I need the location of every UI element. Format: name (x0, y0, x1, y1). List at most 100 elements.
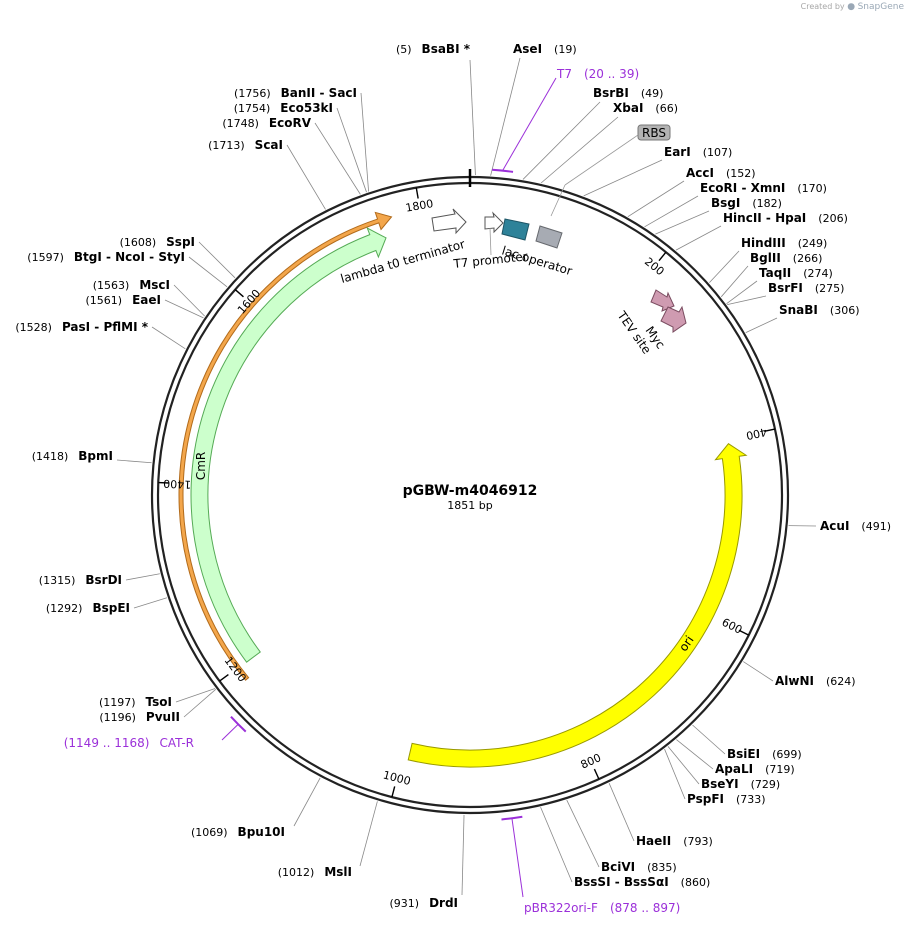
site-name: AlwNI (775, 674, 814, 688)
site-pasi[interactable]: (1528)PasI - PflMI * (15, 320, 148, 334)
site-scai[interactable]: (1713)ScaI (208, 138, 283, 152)
site-label: (1748)EcoRV (222, 116, 311, 130)
primer-leader (511, 818, 524, 898)
site-bpmi[interactable]: (1418)BpmI (32, 449, 113, 463)
site-name: TsoI (146, 695, 172, 709)
site-xbai[interactable]: XbaI(66) (613, 101, 678, 115)
site-apali[interactable]: ApaLI(719) (715, 762, 795, 776)
lac-operator-box[interactable] (501, 218, 530, 241)
site-bsiei[interactable]: BsiEI(699) (727, 747, 802, 761)
site-ecorv[interactable]: (1748)EcoRV (222, 116, 311, 130)
site-name: BspEI (92, 601, 130, 615)
rbs-label-box[interactable] (637, 124, 671, 141)
site-bcivi[interactable]: BciVI(835) (601, 860, 677, 874)
site-eaei[interactable]: (1561)EaeI (86, 293, 161, 307)
primer-t7-bar[interactable] (492, 168, 514, 173)
site-drdi[interactable]: (931)DrdI (389, 896, 458, 910)
cmr-outer-arc[interactable] (178, 211, 393, 681)
site-position: (1608) (120, 236, 157, 249)
site-label: (1754)Eco53kI (234, 101, 333, 115)
site-name: HaeII (636, 834, 671, 848)
site-leader (743, 661, 774, 682)
site-msli[interactable]: (1012)MslI (278, 865, 352, 879)
site-label: (931)DrdI (389, 896, 458, 910)
site-acui[interactable]: AcuI(491) (820, 519, 891, 533)
site-label: AccI(152) (686, 166, 756, 180)
site-name: BseYI (701, 777, 739, 791)
site-leader (727, 295, 767, 305)
site-name: EaeI (132, 293, 161, 307)
site-banii[interactable]: (1756)BanII - SacI (234, 86, 357, 100)
site-bsrbi[interactable]: BsrBI(49) (593, 86, 663, 100)
site-bsrfi[interactable]: BsrFI (275) (768, 281, 844, 295)
primer-range: (1149 .. 1168) (64, 736, 150, 750)
site-taqii[interactable]: TaqII(274) (759, 266, 833, 280)
lambda-t0-terminator-arrow[interactable] (431, 208, 467, 235)
ring-tick (234, 289, 244, 298)
site-leader (293, 777, 321, 827)
ring-tick (415, 187, 419, 199)
t7-promoter-arrow[interactable] (484, 211, 504, 234)
site-label: TaqII(274) (759, 266, 833, 280)
primer-t7[interactable]: T7(20 .. 39) (556, 67, 639, 81)
site-ecori[interactable]: EcoRI - XmnI (170) (700, 181, 827, 195)
primer-cat-r[interactable]: (1149 .. 1168) CAT-R (64, 736, 194, 750)
site-position: (19) (554, 43, 577, 56)
site-label: SnaBI(306) (779, 303, 860, 317)
site-sspi[interactable]: (1608)SspI (120, 235, 195, 249)
primer-pbr322ori-f[interactable]: pBR322ori-F(878 .. 897) (524, 901, 680, 915)
site-alwni[interactable]: AlwNI(624) (775, 674, 856, 688)
site-haeii[interactable]: HaeII(793) (636, 834, 713, 848)
site-eari[interactable]: EarI(107) (664, 145, 732, 159)
site-bpu10i[interactable]: (1069)Bpu10I (191, 825, 285, 839)
gray-feature-box[interactable] (535, 225, 563, 249)
site-msci[interactable]: (1563)MscI (93, 278, 170, 292)
ori-arrow[interactable] (407, 443, 748, 768)
cmr-arrow[interactable] (190, 227, 387, 663)
site-bsgi[interactable]: BsgI (182) (711, 196, 782, 210)
site-leader (175, 688, 216, 703)
primer-name: CAT-R (159, 736, 194, 750)
site-leader (314, 122, 361, 195)
primer-layer: T7(20 .. 39) pBR322ori-F(878 .. 897) (1149… (64, 67, 681, 915)
site-label: BsrFI (275) (768, 281, 844, 295)
site-bsrdi[interactable]: (1315)BsrDI (39, 573, 122, 587)
site-bseyi[interactable]: BseYI (729) (701, 777, 780, 791)
primer-label: T7(20 .. 39) (556, 67, 639, 81)
site-leader (709, 250, 740, 283)
site-bglii[interactable]: BglII(266) (750, 251, 822, 265)
site-label: EcoRI - XmnI (170) (700, 181, 827, 195)
site-leader (173, 284, 205, 317)
site-bspei[interactable]: (1292)BspEI (46, 601, 130, 615)
site-snabi[interactable]: SnaBI(306) (779, 303, 860, 317)
site-leader (461, 814, 465, 896)
site-bsabi[interactable]: (5)BsaBI * (396, 42, 471, 56)
myc-arrow[interactable] (660, 305, 687, 333)
site-tsoi[interactable]: (1197)TsoI (99, 695, 172, 709)
site-position: (170) (797, 182, 827, 195)
site-name: BsgI (711, 196, 740, 210)
site-position: (1196) (99, 711, 136, 724)
site-acci[interactable]: AccI(152) (686, 166, 756, 180)
site-asei[interactable]: AseI(19) (513, 42, 577, 56)
site-pspfi[interactable]: PspFI(733) (687, 792, 766, 806)
site-name: HincII - HpaI (723, 211, 806, 225)
site-name: BsiEI (727, 747, 760, 761)
site-name: EcoRI - XmnI (700, 181, 785, 195)
site-leader (188, 256, 228, 288)
site-leader (286, 144, 326, 210)
site-bsssi[interactable]: BssSI - BssSαI(860) (574, 875, 710, 889)
site-position: (729) (751, 778, 781, 791)
site-position: (182) (752, 197, 782, 210)
site-pvuii[interactable]: (1196)PvuII (99, 710, 180, 724)
ring-tick-label: 1400 (163, 477, 191, 491)
site-leader (627, 180, 685, 217)
site-eco53ki[interactable]: (1754)Eco53kI (234, 101, 333, 115)
site-btgi[interactable]: (1597)BtgI - NcoI - StyI (27, 250, 185, 264)
site-name: BsrFI (768, 281, 803, 295)
site-position: (275) (815, 282, 845, 295)
site-hindiii[interactable]: HindIII(249) (741, 236, 827, 250)
site-hincii[interactable]: HincII - HpaI(206) (723, 211, 848, 225)
primer-range: (878 .. 897) (610, 901, 680, 915)
ring-tick (391, 786, 396, 798)
